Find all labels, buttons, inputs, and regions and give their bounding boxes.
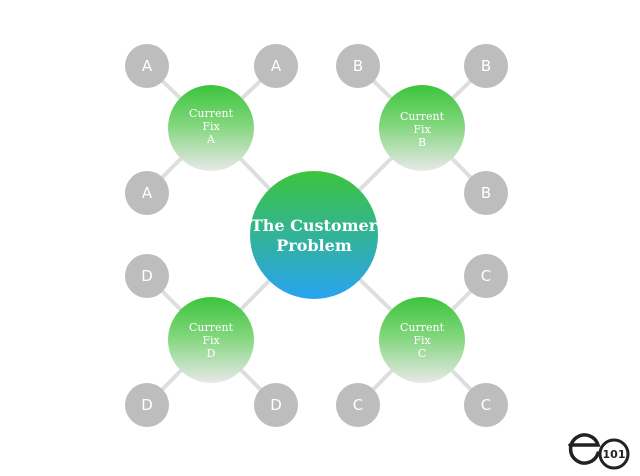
leaf-node-c-3: C xyxy=(464,383,508,427)
fix-node-b: Current Fix B xyxy=(379,85,465,171)
leaf-node-d-3: D xyxy=(254,383,298,427)
leaf-node-a-1: A xyxy=(125,44,169,88)
leaf-node-b-3: B xyxy=(464,171,508,215)
leaf-label: A xyxy=(271,57,282,75)
fix-label-line2: Fix xyxy=(413,123,431,136)
fix-label-line1: Current xyxy=(189,321,234,334)
leaf-node-d-1: D xyxy=(125,254,169,298)
fix-label-line3: D xyxy=(207,347,216,360)
center-node: The Customer Problem xyxy=(250,171,378,299)
leaf-label: D xyxy=(141,267,153,285)
fix-label-line2: Fix xyxy=(413,334,431,347)
fix-node-a: Current Fix A xyxy=(168,85,254,171)
leaf-node-b-2: B xyxy=(464,44,508,88)
leaf-label: C xyxy=(353,396,363,414)
fix-label-line1: Current xyxy=(189,107,234,120)
fix-label-line3: A xyxy=(206,133,216,146)
logo-ring xyxy=(598,438,630,470)
leaf-node-a-3: A xyxy=(125,171,169,215)
leaf-label: D xyxy=(141,396,153,414)
logo-text: 101 xyxy=(603,448,626,461)
leaf-node-a-2: A xyxy=(254,44,298,88)
center-title-line1: The Customer xyxy=(251,216,378,235)
center-title-line2: Problem xyxy=(276,236,352,255)
brand-logo: 101 xyxy=(568,433,630,470)
leaf-label: B xyxy=(353,57,363,75)
leaf-node-c-1: C xyxy=(464,254,508,298)
leaf-label: B xyxy=(481,184,491,202)
leaf-label: A xyxy=(142,57,153,75)
fix-label-line2: Fix xyxy=(202,334,220,347)
leaf-node-d-2: D xyxy=(125,383,169,427)
leaf-label: A xyxy=(142,184,153,202)
fix-label-line3: B xyxy=(418,136,426,149)
leaf-label: D xyxy=(270,396,282,414)
leaf-node-c-2: C xyxy=(336,383,380,427)
fix-label-line1: Current xyxy=(400,321,445,334)
fix-node-c: Current Fix C xyxy=(379,297,465,383)
e-logo-icon xyxy=(568,433,601,465)
fix-label-line3: C xyxy=(418,347,426,360)
fix-label-line1: Current xyxy=(400,110,445,123)
fix-label-line2: Fix xyxy=(202,120,220,133)
fix-node-d: Current Fix D xyxy=(168,297,254,383)
leaf-label: B xyxy=(481,57,491,75)
leaf-label: C xyxy=(481,396,491,414)
leaf-label: C xyxy=(481,267,491,285)
leaf-node-b-1: B xyxy=(336,44,380,88)
